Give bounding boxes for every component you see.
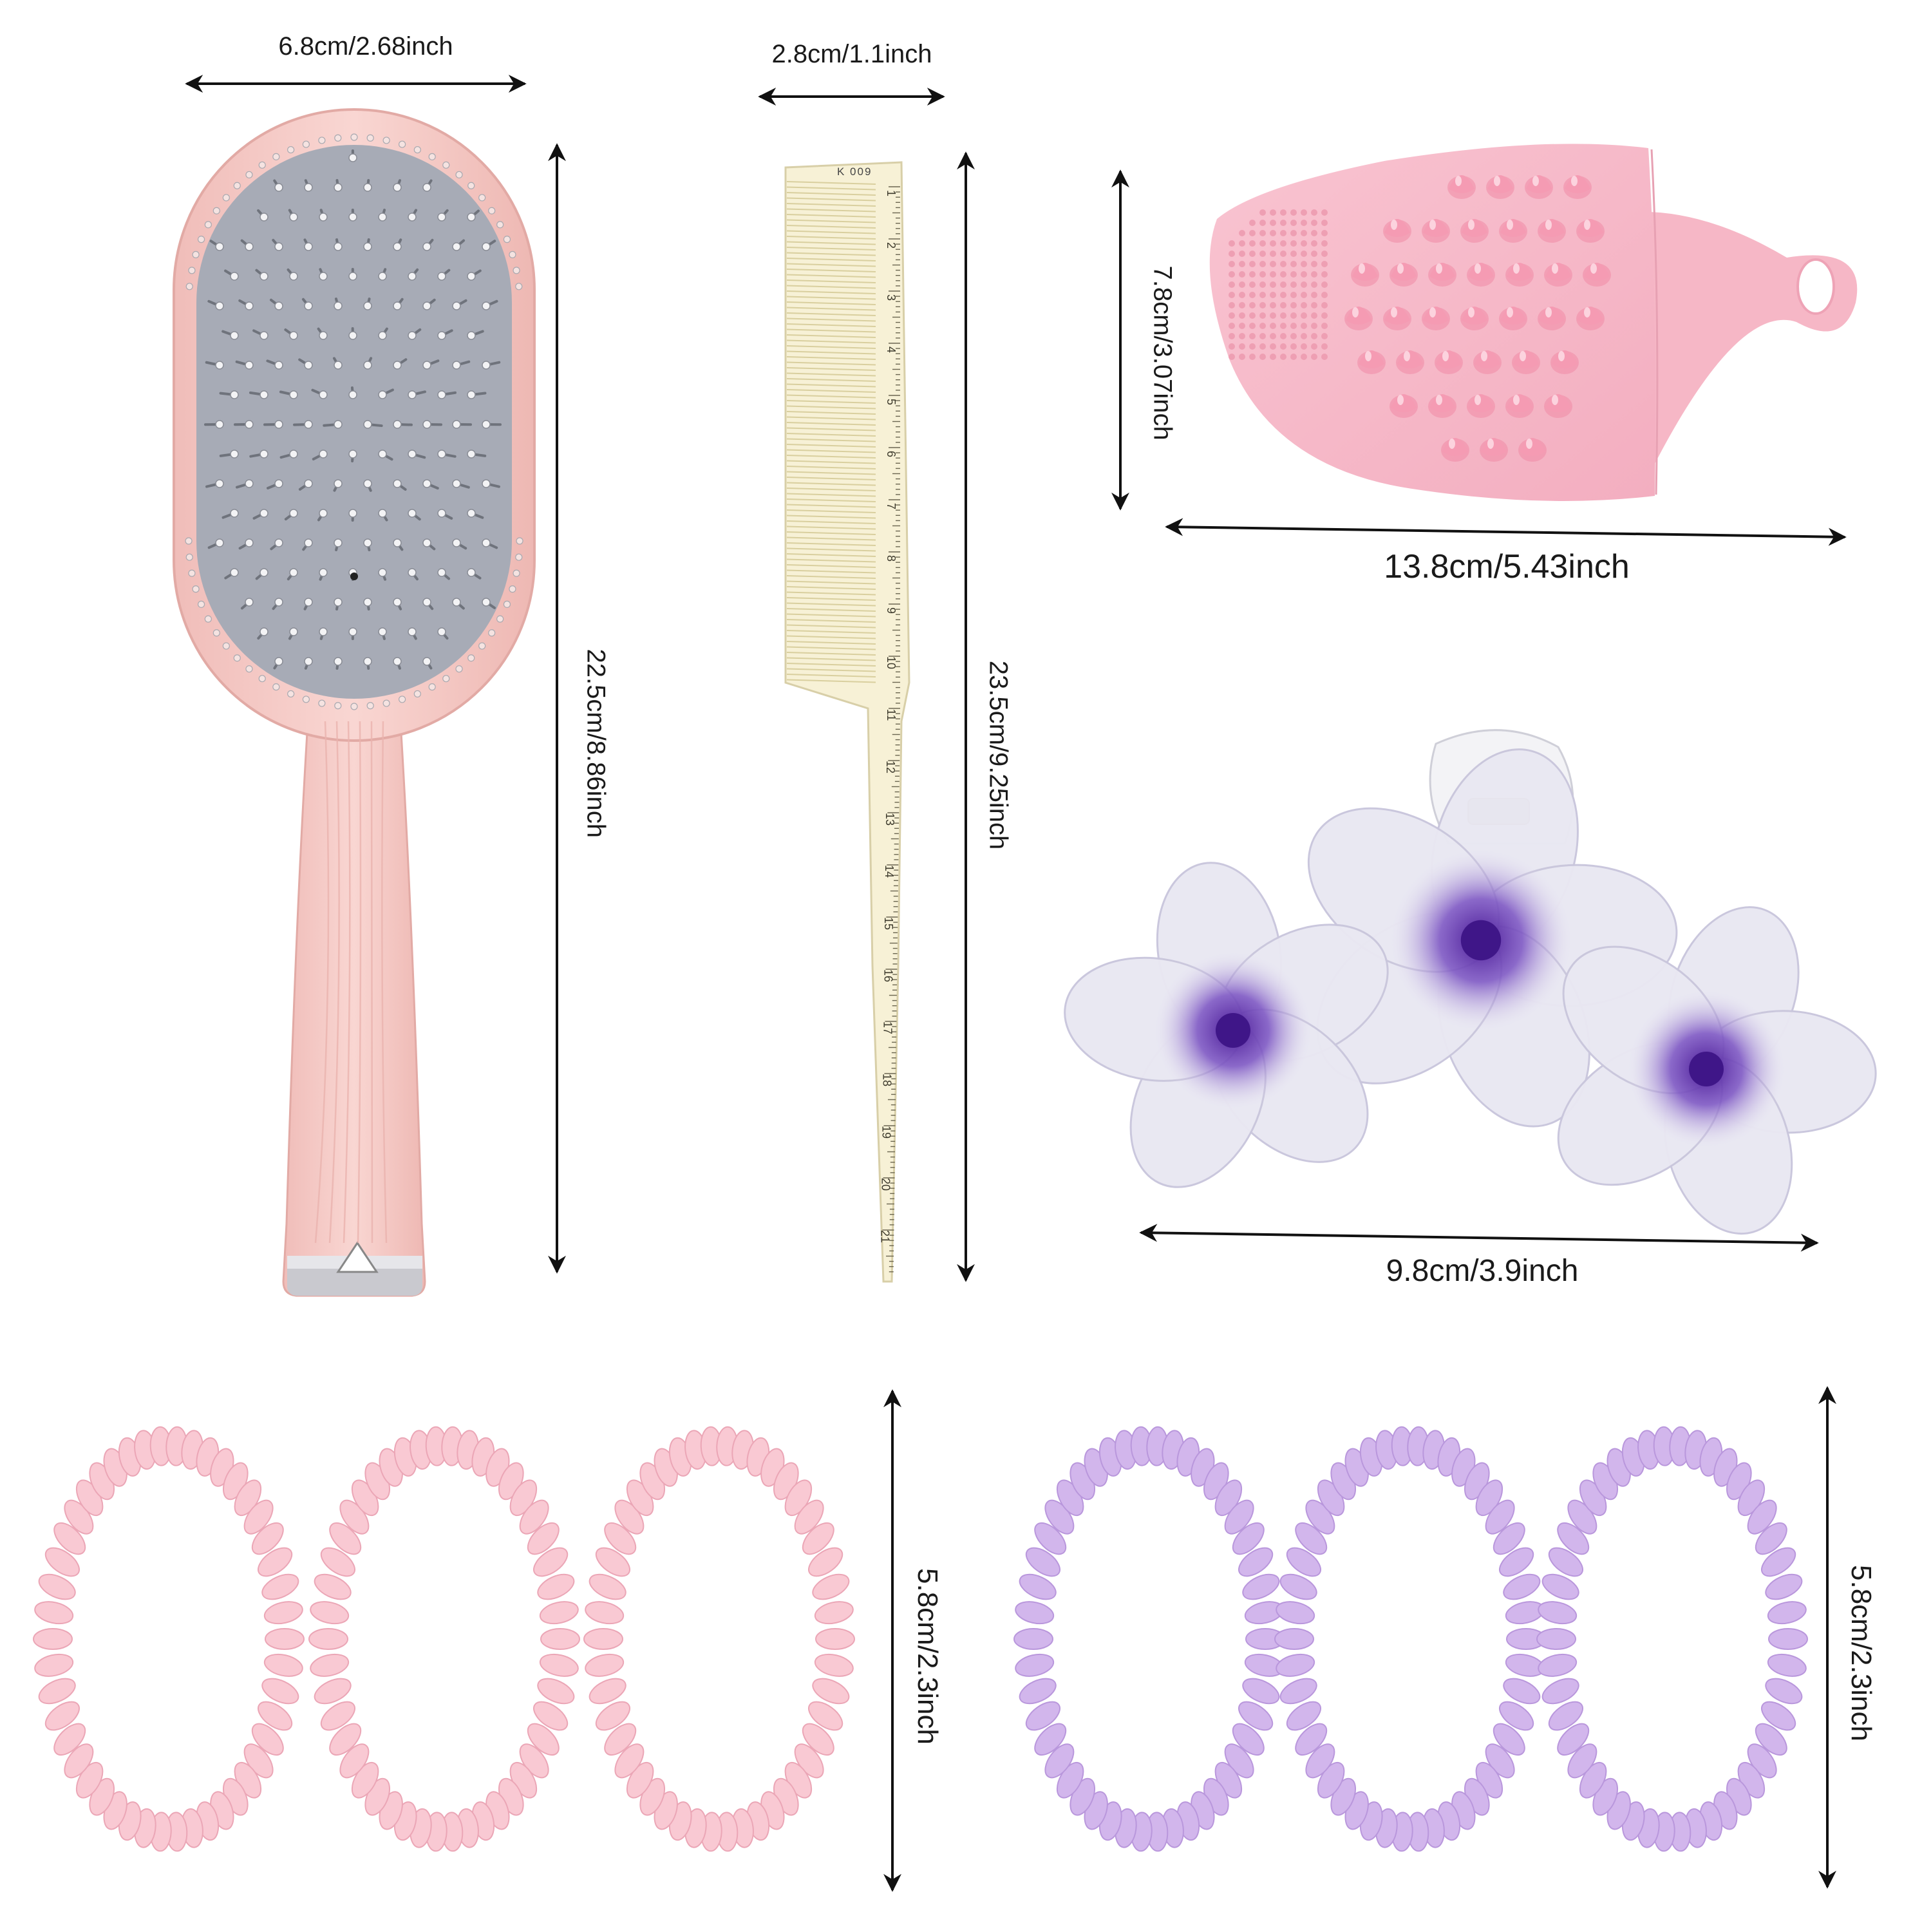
comb-ruler-mark: 9: [885, 607, 898, 614]
brush-cushion: [196, 145, 512, 699]
comb-ruler-mark: 6: [885, 451, 898, 457]
comb-ruler-mark: 8: [885, 555, 898, 562]
spiral-hair-tie: [33, 1426, 305, 1852]
comb-ruler-mark: 4: [885, 346, 898, 353]
flower-claw-clip: [1057, 730, 1878, 1249]
clip-width-label: 9.8cm/3.9inch: [1386, 1253, 1579, 1289]
brush-height-label: 22.5cm/8.86inch: [581, 649, 610, 829]
comb-ruler-mark: 1: [885, 190, 898, 196]
clip-flowers: [1057, 733, 1878, 1249]
spiral-hair-tie: [583, 1426, 855, 1852]
comb-height-label: 23.5cm/9.25inch: [984, 659, 1013, 852]
clip-width-arrow: [1141, 1233, 1817, 1243]
purple-ties-height-label: 5.8cm/2.3inch: [1845, 1565, 1877, 1732]
comb-code: K 009: [837, 166, 872, 178]
comb-ruler-mark: 21: [878, 1230, 891, 1243]
paddle-brush: [174, 109, 534, 1296]
spiral-hair-tie: [308, 1426, 580, 1852]
spiral-hair-tie: [1013, 1426, 1285, 1852]
comb-width-label: 2.8cm/1.1inch: [771, 40, 932, 69]
comb-ruler-mark: 10: [885, 656, 898, 669]
scrubber-width-label: 13.8cm/5.43inch: [1384, 547, 1630, 586]
comb-ruler-mark: 16: [881, 969, 894, 982]
comb-ruler-mark: 2: [885, 242, 898, 249]
comb-ruler-mark: 7: [885, 503, 898, 509]
spiral-hair-tie: [1536, 1426, 1808, 1852]
comb-ruler-mark: 20: [879, 1178, 892, 1191]
brush-width-label: 6.8cm/2.68inch: [278, 32, 453, 61]
comb-ruler-mark: 15: [882, 917, 895, 930]
comb-ruler-mark: 11: [885, 709, 898, 721]
comb-ruler-mark: 14: [883, 865, 896, 878]
comb-ruler-mark: 12: [884, 761, 897, 773]
comb-ruler-mark: 19: [880, 1126, 892, 1139]
brush-handle: [283, 702, 425, 1296]
scalp-scrubber: [1210, 144, 1858, 501]
scrubber-tab: [1626, 212, 1857, 464]
comb-ruler-mark: 17: [881, 1021, 894, 1034]
spiral-hair-tie: [1274, 1426, 1546, 1852]
comb-ruler-mark: 13: [883, 813, 896, 826]
pink-ties-height-label: 5.8cm/2.3inch: [911, 1568, 943, 1736]
comb-ruler-mark: 3: [885, 294, 898, 301]
comb-ruler-mark: 18: [880, 1074, 893, 1086]
scrubber-width-arrow: [1167, 527, 1845, 537]
scrubber-height-label: 7.8cm/3.07inch: [1148, 266, 1177, 427]
comb-ruler-mark: 5: [885, 399, 898, 405]
